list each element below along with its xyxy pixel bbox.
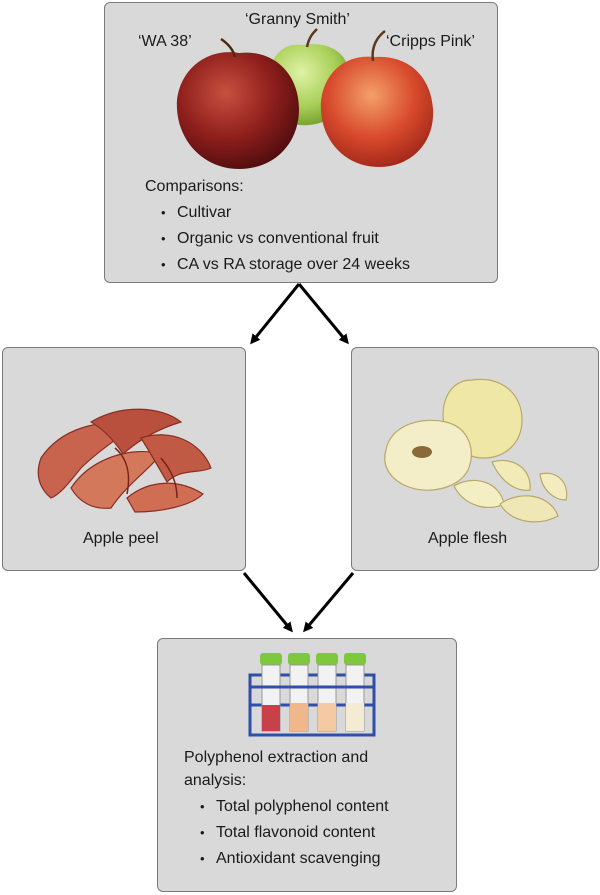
- label-wa38: ‘WA 38’: [138, 33, 192, 50]
- apple-peel-box: Apple peel: [2, 347, 246, 571]
- list-item: Cultivar: [161, 200, 410, 226]
- list-item: CA vs RA storage over 24 weeks: [161, 252, 410, 278]
- list-item: Total flavonoid content: [200, 820, 389, 846]
- wa38-apple: [176, 37, 299, 169]
- test-tubes-rack-image: [248, 653, 376, 737]
- apple-flesh-box: Apple flesh: [351, 347, 599, 571]
- apple-peel-image: [37, 408, 212, 513]
- apples-illustration: [176, 28, 434, 169]
- tube-1: [260, 653, 282, 732]
- label-granny-smith: ‘Granny Smith’: [245, 11, 350, 28]
- apple-peel-label: Apple peel: [83, 530, 159, 547]
- tube-4: [344, 653, 366, 732]
- label-cripps-pink: ‘Cripps Pink’: [386, 33, 475, 50]
- comparisons-heading: Comparisons:: [145, 178, 244, 195]
- extraction-heading-line1: Polyphenol extraction and: [184, 749, 369, 766]
- apple-flesh-image: [384, 378, 568, 523]
- tube-2: [288, 653, 310, 732]
- cripps-pink-apple: [320, 30, 434, 167]
- apple-flesh-label: Apple flesh: [428, 530, 508, 547]
- arrow-to-flesh: [297, 283, 349, 345]
- comparisons-list: Cultivar Organic vs conventional fruit C…: [161, 200, 410, 278]
- arrow-flesh-to-extraction: [303, 572, 355, 633]
- analysis-list: Total polyphenol content Total flavonoid…: [200, 794, 389, 872]
- arrow-peel-to-extraction: [242, 572, 293, 633]
- arrow-to-peel: [250, 283, 301, 345]
- list-item: Organic vs conventional fruit: [161, 226, 410, 252]
- tube-3: [316, 653, 338, 732]
- apple-cultivars-box: ‘WA 38’ ‘Granny Smith’ ‘Cripps Pink’: [104, 2, 498, 283]
- list-item: Antioxidant scavenging: [200, 846, 389, 872]
- extraction-heading-line2: analysis:: [184, 772, 247, 789]
- polyphenol-analysis-box: Polyphenol extraction and analysis: Tota…: [157, 638, 457, 892]
- list-item: Total polyphenol content: [200, 794, 389, 820]
